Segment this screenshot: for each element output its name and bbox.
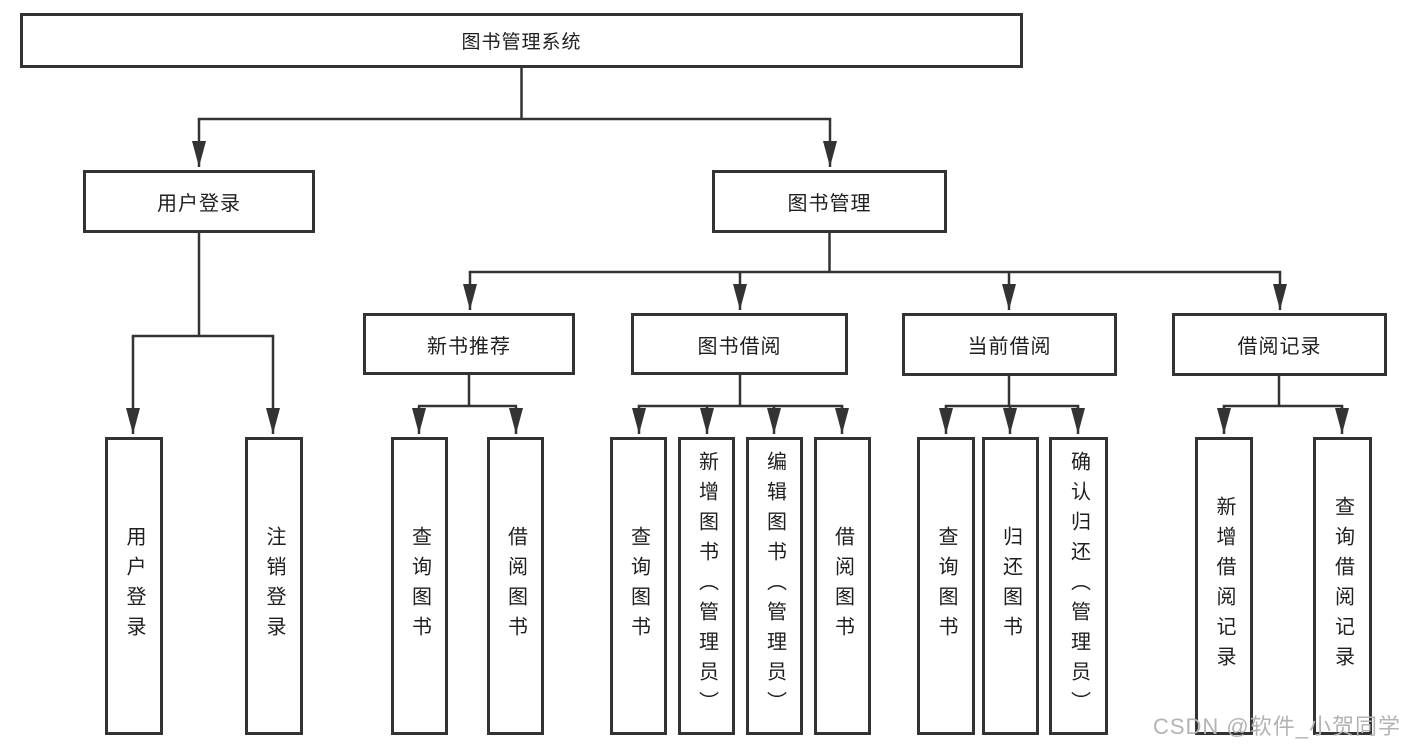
node-label: 当前借阅 [967,336,1052,358]
leaf-current-query-books: 查询图书 [917,437,975,735]
node-label: 用户登录 [157,193,241,215]
connector-borrow-records-to-children [1217,376,1349,434]
leaf-user-login: 用户登录 [105,437,163,735]
leaf-recommend-borrow-books: 借阅图书 [487,437,544,735]
node-new-book-recommend: 新书推荐 [363,313,575,375]
node-label: 查询图书 [627,526,650,646]
node-book-borrow: 图书借阅 [631,313,848,375]
leaf-current-return-books: 归还图书 [982,437,1039,735]
node-label: 查询图书 [408,526,431,646]
leaf-borrow-add-books-admin: 新增图书（管理员） [678,437,735,735]
leaf-recommend-query-books: 查询图书 [391,437,448,735]
connector-book-management-to-level3 [463,233,1287,310]
node-label: 新增图书（管理员） [695,451,718,721]
connector-new-book-recommend-to-children [412,375,523,434]
node-book-management: 图书管理 [712,170,947,233]
node-label: 借阅图书 [831,526,854,646]
node-current-borrow: 当前借阅 [902,313,1117,376]
node-label: 图书管理系统 [461,32,582,53]
leaf-records-add-record: 新增借阅记录 [1195,437,1253,735]
leaf-current-confirm-return-admin: 确认归还（管理员） [1049,437,1108,735]
node-label: 用户登录 [123,526,145,646]
leaf-borrow-borrow-books: 借阅图书 [814,437,871,735]
node-label: 编辑图书（管理员） [763,451,786,721]
leaf-borrow-query-books: 查询图书 [610,437,667,735]
leaf-records-query-record: 查询借阅记录 [1313,437,1372,735]
node-label: 查询借阅记录 [1331,496,1354,676]
leaf-borrow-edit-books-admin: 编辑图书（管理员） [746,437,803,735]
node-label: 图书管理 [787,193,872,215]
node-label: 确认归还（管理员） [1067,451,1090,721]
connector-root-to-level2 [192,68,837,167]
watermark: CSDN @软件_小贺同学 [1152,714,1401,739]
node-label: 借阅图书 [504,526,527,646]
node-label: 归还图书 [999,526,1022,646]
connector-current-borrow-to-children [939,376,1085,434]
connector-user-login-to-children [126,233,280,434]
node-borrow-records: 借阅记录 [1172,313,1387,376]
node-label: 图书借阅 [697,335,782,358]
node-label: 查询图书 [935,526,957,646]
node-label: 注销登录 [263,526,285,646]
node-root: 图书管理系统 [20,13,1023,68]
node-label: 新增借阅记录 [1213,496,1235,676]
connector-book-borrow-to-children [632,375,849,434]
leaf-logout: 注销登录 [245,437,303,735]
node-label: 借阅记录 [1237,336,1322,358]
node-label: 新书推荐 [427,335,511,358]
node-user-login: 用户登录 [83,170,315,233]
